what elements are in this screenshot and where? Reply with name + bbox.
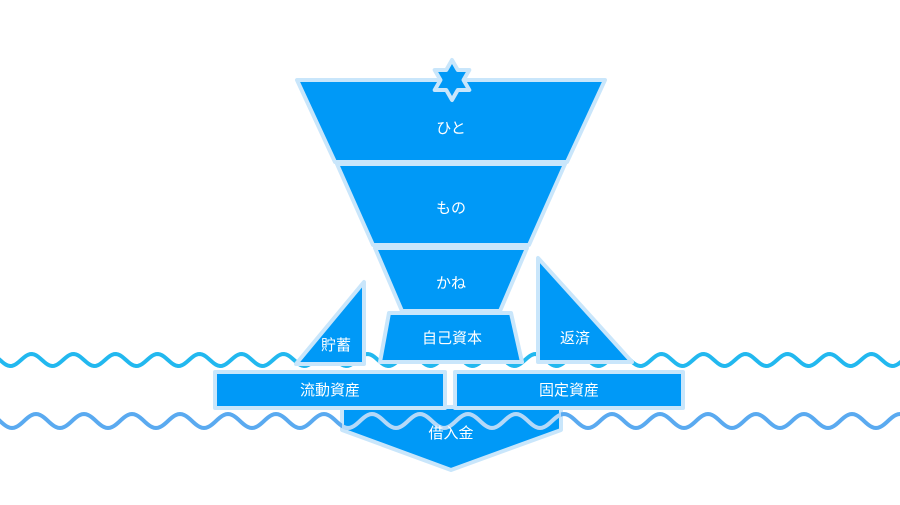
savings-label: 貯蓄 (321, 336, 351, 354)
fixed-assets-box (453, 370, 685, 410)
star-icon (432, 58, 472, 102)
funnel-top-label: ひと (436, 119, 466, 137)
funnel-middle-label: もの (436, 199, 466, 217)
current-assets-label: 流動資産 (300, 381, 360, 399)
funnel-top-section (295, 78, 607, 164)
repayment-triangle (536, 256, 634, 364)
current-assets-box (213, 370, 447, 410)
savings-triangle (294, 280, 366, 366)
funnel-bottom-label: かね (436, 274, 466, 292)
fixed-assets-label: 固定資産 (539, 381, 599, 399)
funnel-middle-section (335, 162, 567, 247)
funnel-bottom-section (373, 246, 529, 313)
repayment-label: 返済 (560, 329, 590, 347)
lower-wave-line-overlap (342, 411, 561, 431)
borrowing-label: 借入金 (428, 424, 473, 442)
equity-label: 自己資本 (422, 329, 482, 347)
